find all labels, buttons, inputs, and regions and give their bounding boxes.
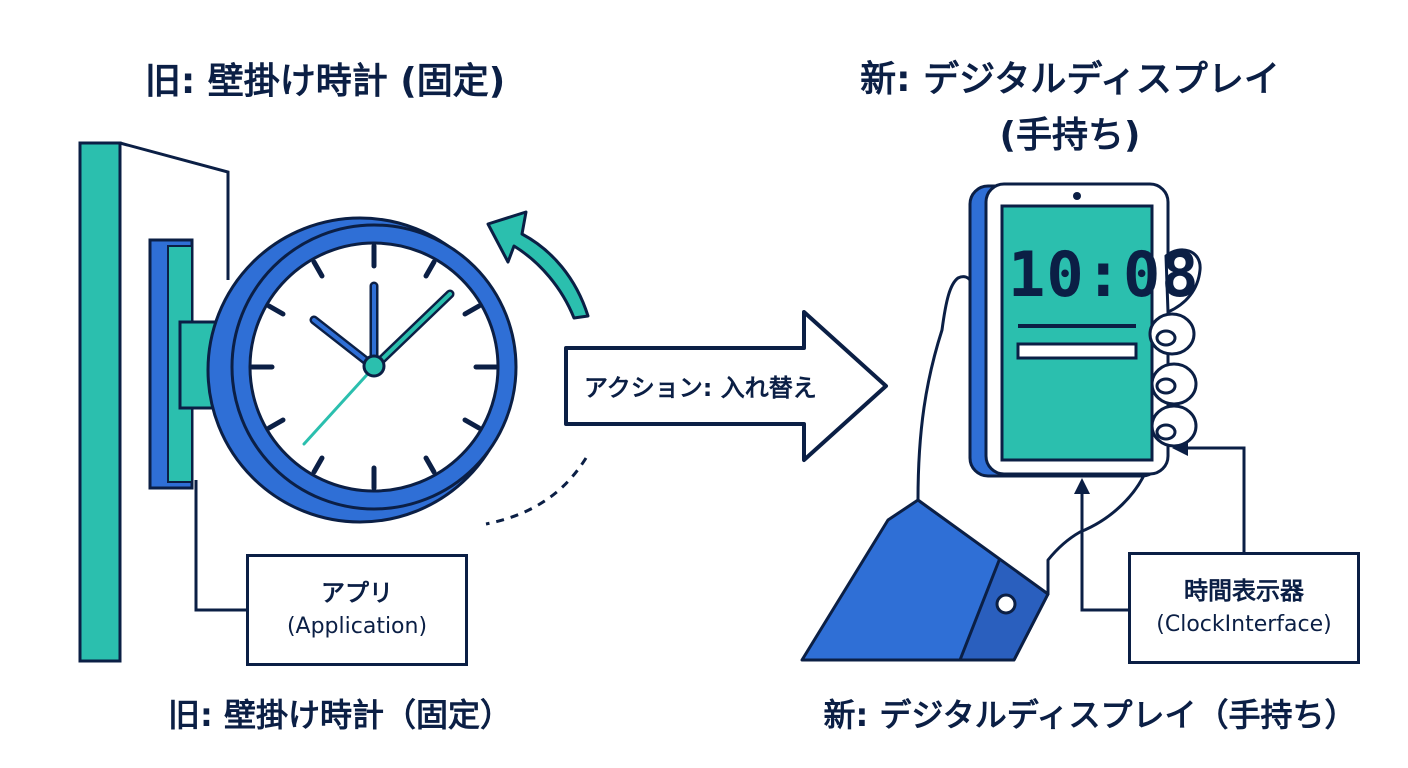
fingers (1148, 248, 1202, 448)
app-label-en: (Application) (286, 614, 428, 639)
arrow-left-icon (1172, 440, 1188, 456)
wall-panel (78, 141, 122, 663)
title-old-top: 旧: 壁掛け時計 (固定) (144, 61, 506, 102)
smartphone (968, 182, 1170, 478)
title-new-bottom: 新: デジタルディスプレイ（手持ち） (823, 696, 1357, 734)
sleeve (800, 498, 1050, 662)
title-new-top: 新: デジタルディスプレイ (手持ち) (830, 52, 1310, 164)
wall-bracket-line (119, 141, 230, 280)
clock-interface-label-box: 時間表示器 (ClockInterface) (1128, 552, 1360, 664)
title-new-top-line1: 新: デジタルディスプレイ (860, 59, 1280, 100)
clock-interface-label-jp: 時間表示器 (1184, 577, 1304, 605)
clock-interface-label-en: (ClockInterface) (1156, 612, 1332, 637)
rotation-arrow-icon (486, 210, 590, 320)
app-label-jp: アプリ (321, 579, 393, 607)
title-old-bottom: 旧: 壁掛け時計（固定） (168, 696, 512, 734)
phone-screen (1000, 204, 1154, 462)
digital-time-display: 10:08 (1008, 238, 1200, 311)
title-new-top-line2: (手持ち) (999, 115, 1141, 156)
app-label-box: アプリ (Application) (246, 554, 468, 666)
interface-arrows (1080, 446, 1246, 612)
arrow-up-icon (1074, 478, 1090, 494)
swap-arrow (564, 310, 888, 462)
wall-clock (206, 216, 518, 524)
app-connector-line (194, 480, 246, 612)
clock-second-hand (302, 365, 376, 446)
rotation-dashed-arc (485, 457, 588, 526)
action-label: アクション: 入れ替え (584, 374, 817, 402)
